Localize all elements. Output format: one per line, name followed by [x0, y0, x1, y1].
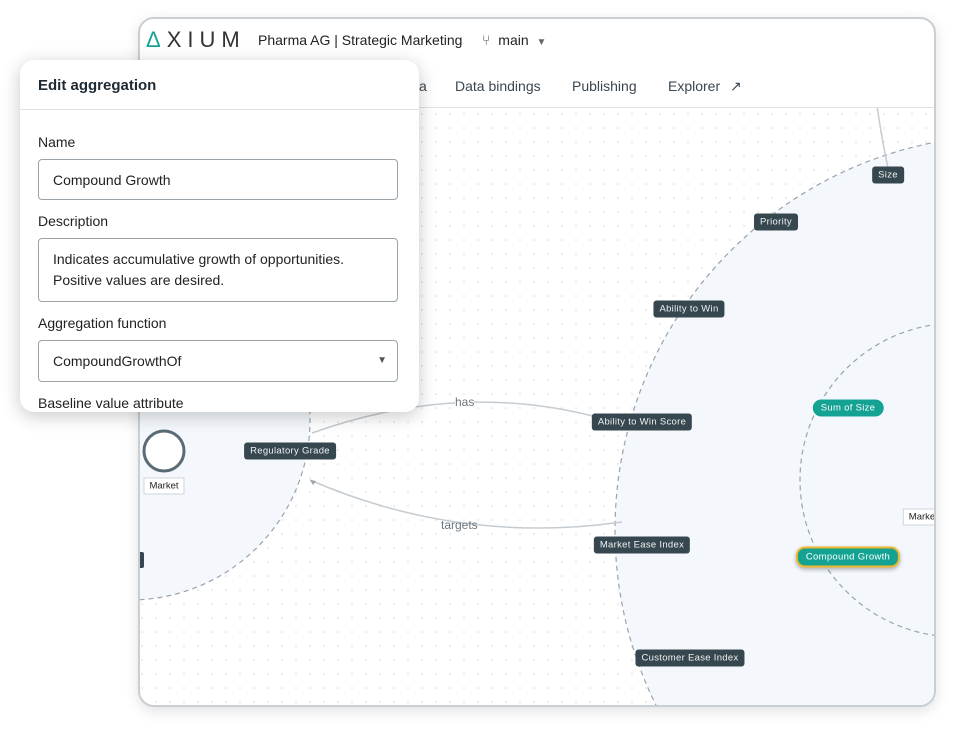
tab-data-bindings[interactable]: Data bindings — [455, 78, 541, 94]
function-select[interactable]: CompoundGrowthOf ▼ — [38, 340, 398, 382]
description-label: Description — [38, 213, 109, 229]
branch-icon: ⑂ — [482, 32, 491, 48]
chevron-down-icon: ▼ — [536, 37, 547, 48]
market-label-right: Marke — [902, 508, 934, 526]
region-inner — [799, 324, 934, 636]
edge-label-has: has — [455, 395, 475, 409]
market-node-circle[interactable] — [142, 429, 186, 473]
edge-arrow — [310, 480, 316, 485]
divider — [20, 109, 419, 110]
dialog-title: Edit aggregation — [38, 77, 157, 94]
org-breadcrumb[interactable]: Pharma AG | Strategic Marketing — [258, 32, 463, 48]
edge-label-targets: targets — [441, 518, 478, 532]
node-regulatory-grade[interactable]: Regulatory Grade — [244, 442, 336, 460]
branch-selector[interactable]: ⑂ main ▼ — [482, 32, 546, 48]
tab-explorer-label: Explorer — [668, 78, 721, 94]
name-input[interactable] — [38, 159, 398, 200]
description-textarea[interactable]: Indicates accumulative growth of opportu… — [38, 238, 398, 302]
tab-explorer[interactable]: Explorer ↗ — [668, 78, 742, 95]
function-label: Aggregation function — [38, 315, 167, 331]
edge-size — [876, 105, 889, 169]
function-value: CompoundGrowthOf — [53, 353, 182, 369]
node-customer-ease-index[interactable]: Customer Ease Index — [635, 649, 745, 667]
tab-publishing[interactable]: Publishing — [572, 78, 637, 94]
name-label: Name — [38, 134, 76, 150]
logo: ΔXIUM — [146, 27, 246, 52]
market-label: Market — [143, 477, 185, 495]
chevron-down-icon: ▼ — [377, 355, 387, 366]
branch-name: main — [498, 32, 529, 48]
node-ability-to-win[interactable]: Ability to Win — [653, 300, 725, 318]
node-sum-of-size[interactable]: Sum of Size — [812, 399, 884, 417]
external-link-icon: ↗ — [730, 78, 742, 94]
node-compound-growth[interactable]: Compound Growth — [795, 546, 901, 568]
node-ability-to-win-score[interactable]: Ability to Win Score — [591, 413, 693, 431]
baseline-label: Baseline value attribute — [38, 395, 184, 411]
node-market-ease-index[interactable]: Market Ease Index — [593, 536, 691, 554]
region-main-border — [614, 141, 934, 705]
node-size[interactable]: Size — [872, 166, 904, 184]
collapsed-node[interactable] — [138, 552, 144, 568]
node-priority[interactable]: Priority — [754, 213, 798, 231]
edge-targets[interactable] — [309, 479, 623, 529]
tab-partial[interactable]: a — [419, 78, 427, 94]
edit-aggregation-dialog: Edit aggregation Name Description Indica… — [20, 60, 419, 412]
